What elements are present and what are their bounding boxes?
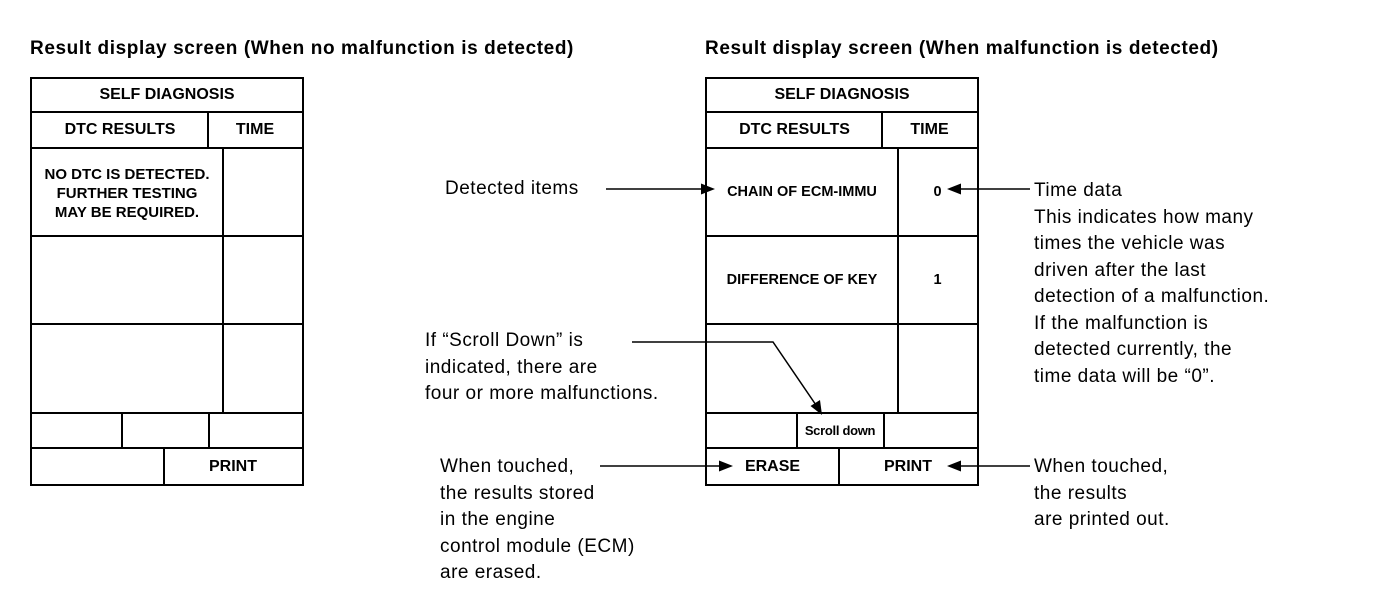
- print-button[interactable]: PRINT: [884, 457, 932, 475]
- dtc-item-2[interactable]: DIFFERENCE OF KEY: [726, 271, 878, 288]
- no-dtc-message: NO DTC IS DETECTED. FURTHER TESTING MAY …: [44, 166, 210, 221]
- detected-items-arrowhead: [701, 183, 715, 195]
- right-heading: Result display screen (When malfunction …: [705, 38, 1219, 59]
- blank-button-1: [121, 413, 123, 448]
- blank-button-2: [208, 413, 210, 448]
- dtc-results-header: DTC RESULTS: [739, 120, 850, 138]
- scroll-down-note: If “Scroll Down” is indicated, there are…: [425, 330, 659, 404]
- left-heading: Result display screen (When no malfuncti…: [30, 38, 574, 59]
- print-button[interactable]: PRINT: [209, 457, 257, 475]
- scroll-down-leader: [632, 341, 819, 409]
- scroll-down-button[interactable]: Scroll down: [804, 423, 876, 438]
- time-value-1: 0: [933, 183, 942, 200]
- time-header: TIME: [235, 120, 275, 138]
- time-data-note: Time data This indicates how many times …: [1034, 180, 1270, 387]
- screen-title: SELF DIAGNOSIS: [99, 86, 235, 103]
- detected-items-label: Detected items: [445, 178, 579, 199]
- time-value-2: 1: [933, 271, 942, 288]
- dtc-item-1[interactable]: CHAIN OF ECM-IMMU: [727, 183, 877, 200]
- print-note: When touched, the results are printed ou…: [1034, 456, 1170, 530]
- scroll-down-arrowhead: [810, 400, 822, 415]
- screen-title: SELF DIAGNOSIS: [774, 86, 910, 103]
- print-arrowhead: [947, 460, 961, 472]
- time-header: TIME: [910, 120, 949, 138]
- erase-button[interactable]: ERASE: [744, 457, 801, 475]
- no-malfunction-screen: SELF DIAGNOSIS DTC RESULTS TIME NO DTC I…: [30, 77, 304, 486]
- malfunction-screen: SELF DIAGNOSIS DTC RESULTS TIME CHAIN OF…: [705, 77, 979, 486]
- time-data-arrowhead: [947, 183, 961, 195]
- dtc-results-header: DTC RESULTS: [64, 120, 176, 138]
- erase-note: When touched, the results stored in the …: [440, 456, 635, 583]
- erase-arrowhead: [719, 460, 733, 472]
